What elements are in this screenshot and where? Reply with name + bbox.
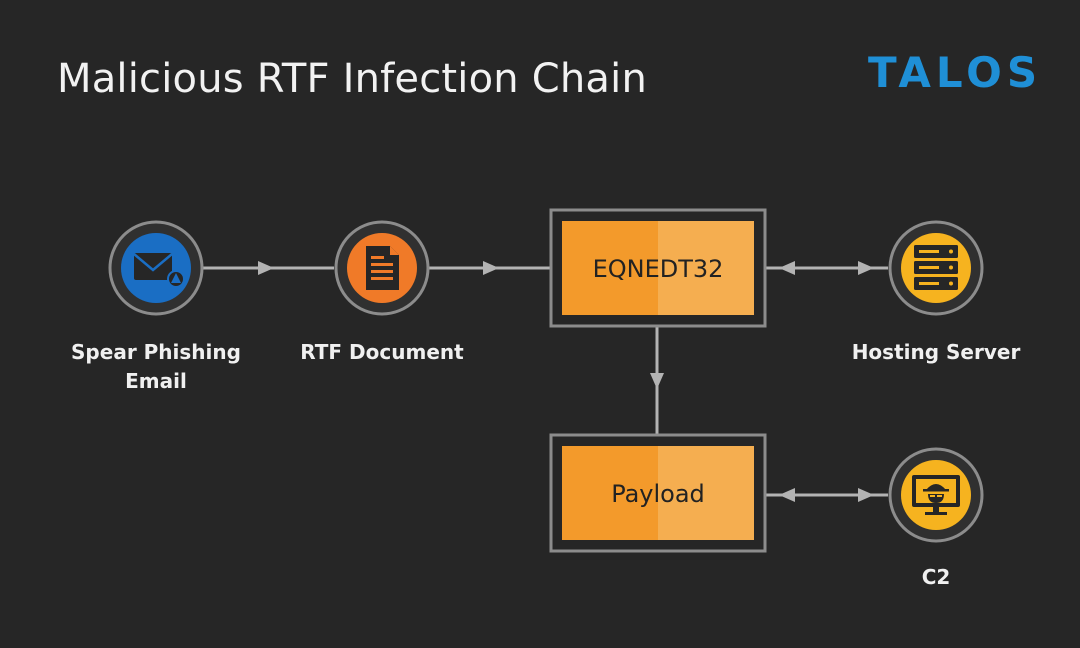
rtf-label: RTF Document — [300, 340, 464, 364]
document-icon — [366, 246, 399, 290]
talos-logo: TALOS — [868, 48, 1043, 97]
arrowhead-eqnedt-payload — [650, 373, 664, 389]
arrowhead-rtf-eqnedt — [483, 261, 499, 275]
arrowhead-eqnedt-hosting-left — [779, 261, 795, 275]
arrowhead-payload-c2-right — [858, 488, 874, 502]
envelope-warning-icon — [133, 253, 185, 288]
email-label-line2: Email — [125, 369, 187, 393]
rtf-node — [334, 220, 430, 316]
arrowhead-eqnedt-hosting-right — [858, 261, 874, 275]
hacker-monitor-icon — [912, 475, 960, 515]
email-label: Spear Phishing Email — [46, 338, 266, 396]
hosting-label: Hosting Server — [851, 340, 1021, 364]
email-label-line1: Spear Phishing — [71, 340, 241, 364]
email-node — [108, 220, 204, 316]
hosting-node — [888, 220, 984, 316]
arrowhead-payload-c2-left — [779, 488, 795, 502]
payload-label: Payload — [611, 480, 705, 508]
eqnedt32-label: EQNEDT32 — [592, 255, 724, 283]
c2-label: C2 — [921, 565, 951, 589]
server-icon — [914, 245, 958, 290]
eqnedt32-box — [549, 208, 767, 328]
connectors — [203, 261, 888, 502]
payload-box — [549, 433, 767, 553]
c2-node — [888, 447, 984, 543]
arrowhead-email-rtf — [258, 261, 274, 275]
slide-title: Malicious RTF Infection Chain — [57, 56, 647, 102]
